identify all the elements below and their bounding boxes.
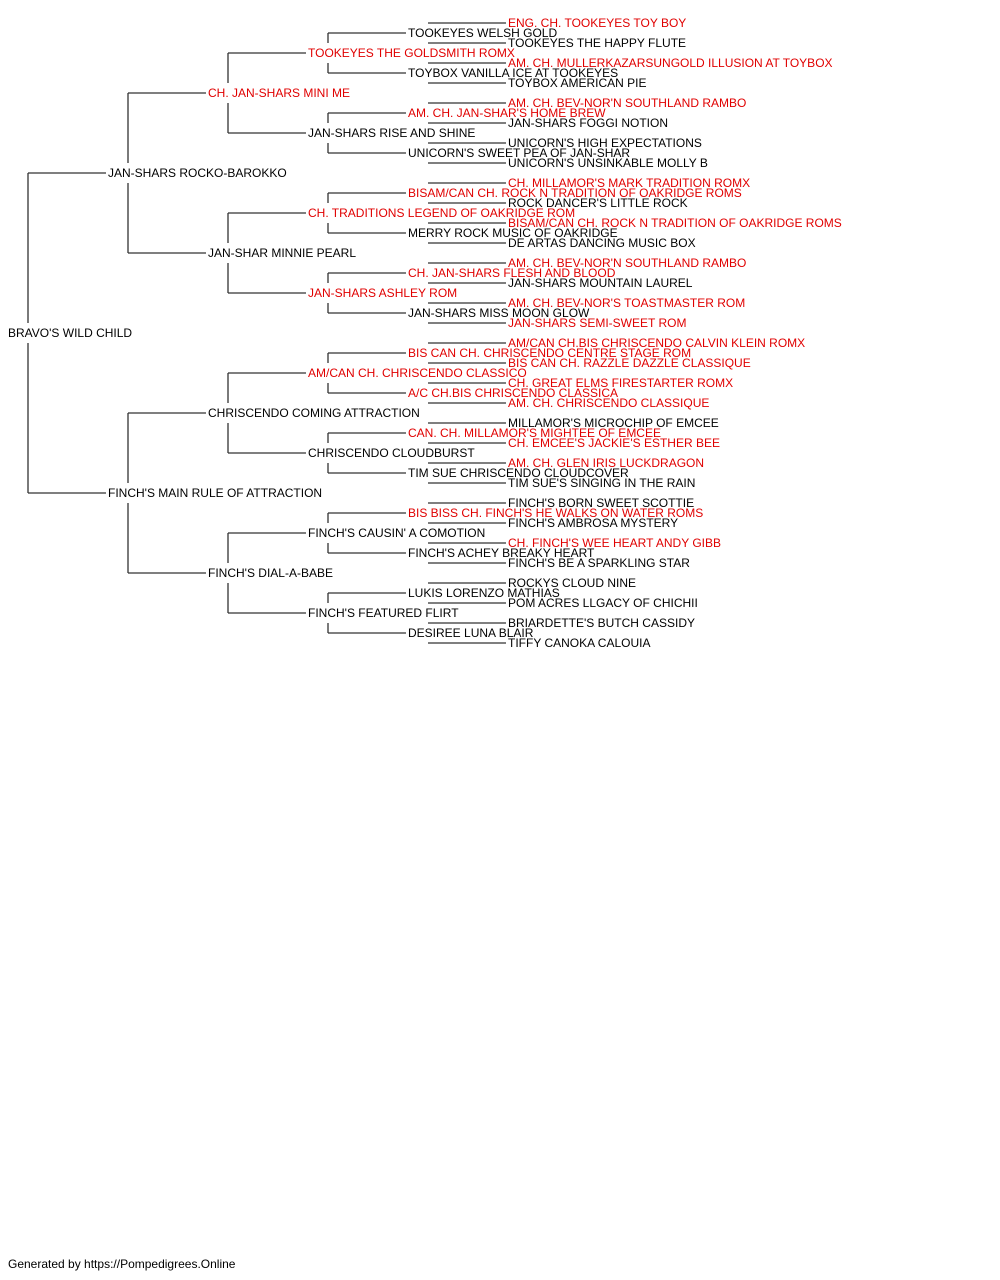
dog-name-gen4: JAN-SHARS MISS MOON GLOW	[408, 306, 590, 320]
dog-name-gen2: FINCH'S DIAL-A-BABE	[208, 566, 333, 580]
dog-name-gen5: FINCH'S BORN SWEET SCOTTIE	[508, 496, 695, 510]
dog-name-gen1: FINCH'S MAIN RULE OF ATTRACTION	[108, 486, 323, 500]
dog-name-gen5: DE ARTAS DANCING MUSIC BOX	[508, 236, 696, 250]
dog-name-gen2: CH. JAN-SHARS MINI ME	[208, 86, 351, 100]
dog-name-gen4: UNICORN'S SWEET PEA OF JAN-SHAR	[408, 146, 631, 160]
dog-name-gen5: FINCH'S BE A SPARKLING STAR	[508, 556, 690, 570]
dog-name-gen5: UNICORN'S UNSINKABLE MOLLY B	[508, 156, 708, 170]
dog-name-gen4: CH. JAN-SHARS FLESH AND BLOOD	[408, 266, 616, 280]
dog-name-gen5: TIM SUE'S SINGING IN THE RAIN	[508, 476, 696, 490]
dog-name-gen4: A/C CH.BIS CHRISCENDO CLASSICA	[408, 386, 619, 400]
dog-name-gen3: CH. TRADITIONS LEGEND OF OAKRIDGE ROM	[308, 206, 576, 220]
dog-name-gen4: TOOKEYES WELSH GOLD	[408, 26, 558, 40]
dog-name-gen4: FINCH'S ACHEY BREAKY HEART	[408, 546, 595, 560]
dog-name-gen5: CH. FINCH'S WEE HEART ANDY GIBB	[508, 536, 721, 550]
dog-name-gen5: BISAM/CAN CH. ROCK N TRADITION OF OAKRID…	[508, 216, 842, 230]
dog-name-gen4: LUKIS LORENZO MATHIAS	[408, 586, 560, 600]
dog-name-gen0: BRAVO'S WILD CHILD	[8, 326, 133, 340]
dog-name-gen2: CHRISCENDO COMING ATTRACTION	[208, 406, 420, 420]
dog-name-gen5: AM. CH. MULLERKAZARSUNGOLD ILLUSION AT T…	[508, 56, 833, 70]
dog-name-gen5: FINCH'S AMBROSA MYSTERY	[508, 516, 679, 530]
dog-name-gen4: BISAM/CAN CH. ROCK N TRADITION OF OAKRID…	[408, 186, 742, 200]
dog-name-gen1: JAN-SHARS ROCKO-BAROKKO	[108, 166, 287, 180]
dog-name-gen5: TIFFY CANOKA CALOUIA	[508, 636, 651, 650]
dog-name-gen4: DESIREE LUNA BLAIR	[408, 626, 534, 640]
dog-name-gen3: JAN-SHARS RISE AND SHINE	[308, 126, 476, 140]
dog-name-gen5: BRIARDETTE'S BUTCH CASSIDY	[508, 616, 695, 630]
generated-by-footer: Generated by https://Pompedigrees.Online	[8, 1257, 236, 1271]
dog-name-gen5: TOYBOX AMERICAN PIE	[508, 76, 647, 90]
dog-name-gen4: AM. CH. JAN-SHAR'S HOME BREW	[408, 106, 606, 120]
dog-name-gen4: BIS BISS CH. FINCH'S HE WALKS ON WATER R…	[408, 506, 704, 520]
dog-name-gen5: BIS CAN CH. RAZZLE DAZZLE CLASSIQUE	[508, 356, 751, 370]
dog-name-gen5: CH. MILLAMOR'S MARK TRADITION ROMX	[508, 176, 751, 190]
dog-name-gen3: CHRISCENDO CLOUDBURST	[308, 446, 475, 460]
dog-name-gen5: AM/CAN CH.BIS CHRISCENDO CALVIN KLEIN RO…	[508, 336, 806, 350]
dog-name-gen4: TIM SUE CHRISCENDO CLOUDCOVER	[408, 466, 629, 480]
dog-name-gen5: AM. CH. BEV-NOR'N SOUTHLAND RAMBO	[508, 96, 747, 110]
dog-name-gen4: BIS CAN CH. CHRISCENDO CENTRE STAGE ROM	[408, 346, 692, 360]
dog-name-gen3: FINCH'S FEATURED FLIRT	[308, 606, 459, 620]
dog-name-gen5: AM. CH. CHRISCENDO CLASSIQUE	[508, 396, 710, 410]
dog-name-gen5: JAN-SHARS MOUNTAIN LAUREL	[508, 276, 693, 290]
dog-name-gen5: JAN-SHARS SEMI-SWEET ROM	[508, 316, 687, 330]
dog-name-gen5: ENG. CH. TOOKEYES TOY BOY	[508, 16, 687, 30]
dog-name-gen4: MERRY ROCK MUSIC OF OAKRIDGE	[408, 226, 618, 240]
dog-name-gen5: CH. GREAT ELMS FIRESTARTER ROMX	[508, 376, 734, 390]
dog-name-gen5: TOOKEYES THE HAPPY FLUTE	[508, 36, 687, 50]
dog-name-gen5: UNICORN'S HIGH EXPECTATIONS	[508, 136, 702, 150]
dog-name-gen5: AM. CH. GLEN IRIS LUCKDRAGON	[508, 456, 705, 470]
dog-name-gen5: AM. CH. BEV-NOR'S TOASTMASTER ROM	[508, 296, 746, 310]
dog-name-gen5: ROCK DANCER'S LITTLE ROCK	[508, 196, 688, 210]
dog-name-gen3: AM/CAN CH. CHRISCENDO CLASSICO	[308, 366, 527, 380]
dog-name-gen3: JAN-SHARS ASHLEY ROM	[308, 286, 458, 300]
dog-name-gen5: JAN-SHARS FOGGI NOTION	[508, 116, 669, 130]
dog-name-gen4: TOYBOX VANILLA ICE AT TOOKEYES	[408, 66, 619, 80]
dog-name-gen2: JAN-SHAR MINNIE PEARL	[208, 246, 357, 260]
dog-name-gen5: CH. EMCEE'S JACKIE'S ESTHER BEE	[508, 436, 720, 450]
dog-name-gen5: MILLAMOR'S MICROCHIP OF EMCEE	[508, 416, 719, 430]
dog-name-gen3: TOOKEYES THE GOLDSMITH ROMX	[308, 46, 515, 60]
dog-name-gen3: FINCH'S CAUSIN' A COMOTION	[308, 526, 486, 540]
dog-name-gen5: ROCKYS CLOUD NINE	[508, 576, 637, 590]
dog-name-gen5: AM. CH. BEV-NOR'N SOUTHLAND RAMBO	[508, 256, 747, 270]
dog-name-gen5: POM ACRES LLGACY OF CHICHII	[508, 596, 698, 610]
dog-name-gen4: CAN. CH. MILLAMOR'S MIGHTEE OF EMCEE	[408, 426, 661, 440]
